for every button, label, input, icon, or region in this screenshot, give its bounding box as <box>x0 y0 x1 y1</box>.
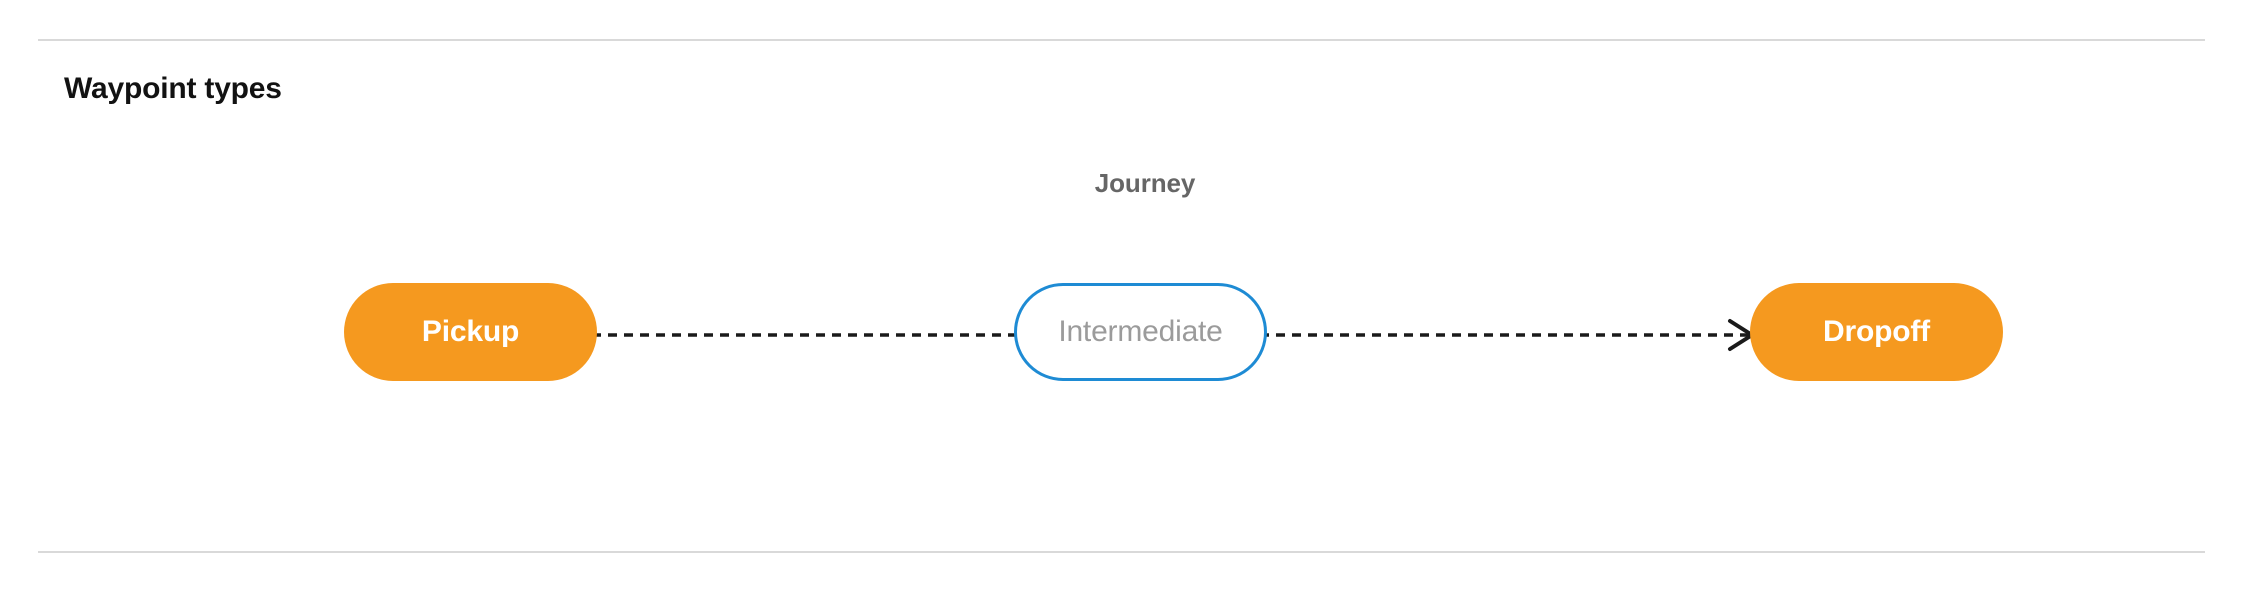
node-dropoff[interactable]: Dropoff <box>1750 283 2003 381</box>
page-title: Waypoint types <box>64 72 282 105</box>
node-intermediate[interactable]: Intermediate <box>1014 283 1267 381</box>
edge-intermediate-to-dropoff <box>1260 310 1760 360</box>
section-divider-bottom <box>38 551 2205 553</box>
node-pickup-label: Pickup <box>421 315 520 348</box>
node-intermediate-label: Intermediate <box>1058 315 1223 348</box>
edge-pickup-to-intermediate <box>592 310 1024 360</box>
node-dropoff-label: Dropoff <box>1823 315 1930 348</box>
journey-group-label: Journey <box>1094 168 1196 198</box>
node-pickup[interactable]: Pickup <box>344 283 597 381</box>
section-divider-top <box>38 39 2205 41</box>
